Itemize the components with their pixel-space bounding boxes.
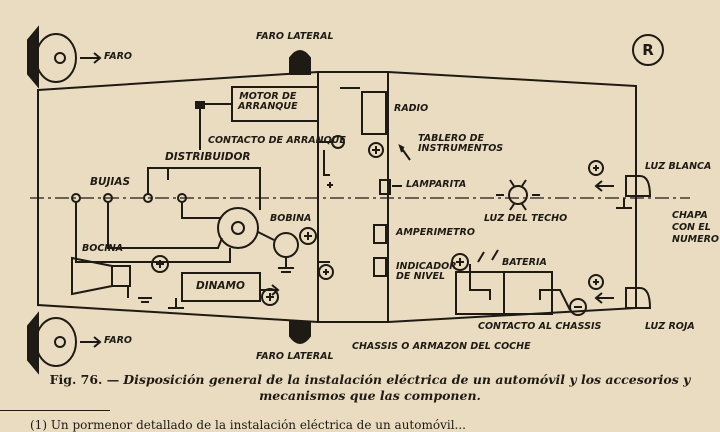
dinamo-box [181, 272, 261, 302]
label-bobina: BOBINA [270, 213, 312, 224]
label-luz-techo: LUZ DEL TECHO [484, 213, 568, 224]
registered-logo: R [632, 34, 664, 66]
faro-lateral-bottom-icon [289, 321, 311, 344]
label-faro-top: FARO [104, 51, 133, 62]
label-lamparita: LAMPARITA [406, 179, 467, 190]
luz-roja-icon [625, 287, 652, 309]
figure-caption: Fig. 76. — Disposición general de la ins… [40, 372, 700, 404]
distribuidor-icon [217, 207, 259, 249]
caption-figure-number: Fig. 76. — [49, 372, 120, 387]
lamparita-icon [379, 179, 391, 195]
label-luz-roja: LUZ ROJA [645, 321, 695, 332]
label-radio: RADIO [394, 103, 429, 114]
label-dinamo: DINAMO [196, 280, 245, 292]
luz-blanca-icon [625, 175, 652, 197]
label-bateria: BATERIA [502, 257, 547, 268]
bobina-icon [273, 232, 299, 258]
caption-text: Disposición general de la instalación el… [123, 372, 691, 403]
label-indicador-nivel: INDICADOR DE NIVEL [396, 261, 457, 282]
label-motor-arranque: MOTOR DE ARRANQUE [238, 91, 298, 112]
label-faro-lateral-bottom: FARO LATERAL [256, 351, 334, 362]
label-amperimetro: AMPERIMETRO [396, 227, 475, 238]
luz-techo-icon [508, 185, 528, 205]
label-tablero: TABLERO DE INSTRUMENTOS [418, 133, 504, 154]
faro-lateral-top-icon [289, 50, 311, 75]
label-bocina: BOCINA [82, 243, 124, 254]
label-bujias: BUJIAS [90, 176, 131, 188]
chassis-outline [37, 71, 637, 323]
label-chassis: CHASSIS O ARMAZON DEL COCHE [352, 341, 531, 352]
amperimetro-icon [373, 224, 387, 244]
indicador-nivel-icon [373, 257, 387, 277]
label-distribuidor: DISTRIBUIDOR [165, 151, 251, 163]
label-contacto-chassis: CONTACTO AL CHASSIS [478, 321, 602, 332]
footnote-rule [0, 410, 110, 411]
label-faro-lateral-top: FARO LATERAL [256, 31, 334, 42]
label-faro-bottom: FARO [104, 335, 133, 346]
footnote: (1) Un pormenor detallado de la instalac… [30, 418, 466, 432]
label-contacto-arranque: CONTACTO DE ARRANQUE [208, 135, 346, 146]
label-chapa: CHAPA CON EL NUMERO [672, 210, 719, 245]
radio-box [361, 91, 387, 135]
label-luz-blanca: LUZ BLANCA [645, 161, 712, 172]
bocina-icon [71, 256, 113, 296]
